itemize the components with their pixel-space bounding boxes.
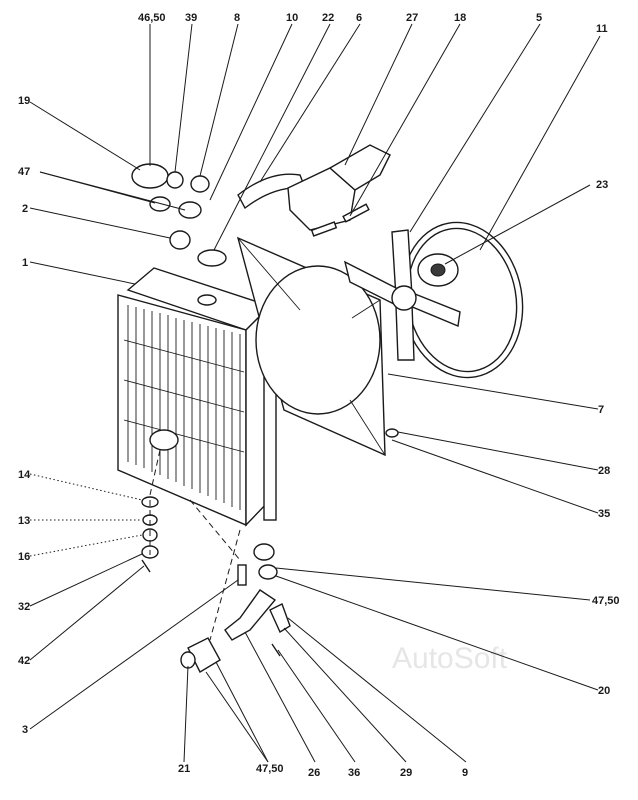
radiator-filler-neck [197,294,217,306]
mount-bracket-27 [328,144,391,191]
leader-lines [29,23,601,763]
callout-9: 9 [462,767,468,779]
callout-5: 5 [536,12,542,24]
bracket-29 [269,603,291,634]
radiator-core [117,294,247,527]
callout-labels: 46,50 39 8 10 22 6 27 18 5 11 19 47 23 2… [18,12,620,779]
seal-8 [190,175,210,193]
callout-16: 16 [18,551,30,563]
callout-3: 3 [22,724,28,736]
drain-fittings [141,449,161,573]
hose-connector-2 [169,230,191,250]
clamp-39 [166,171,184,189]
callout-29: 29 [400,767,412,779]
callout-6: 6 [356,12,362,24]
outlet-neck [253,543,275,561]
drain-cock-3 [237,564,247,586]
radiator-outlet-boss [149,429,179,451]
fitting-21 [187,637,221,673]
callout-35: 35 [598,508,610,520]
shroud-opening [255,265,381,415]
callout-21: 21 [178,763,190,775]
callout-18: 18 [454,12,466,24]
callout-39: 39 [185,12,197,24]
pulley-bore [430,263,446,277]
callout-28: 28 [598,465,610,477]
callout-7: 7 [598,404,604,416]
fan-shroud [236,236,386,457]
clamp-47b [178,201,202,219]
fan-blade-bottom [395,303,415,361]
callout-11: 11 [596,23,608,35]
bolt-18 [310,221,338,237]
fastener-28 [385,428,399,438]
callout-19: 19 [18,95,30,107]
fan-and-pulley [343,221,524,379]
fan-hub [391,285,417,311]
lower-pipe-26 [224,589,277,641]
callout-47-top: 47 [18,166,30,178]
callout-22: 22 [322,12,334,24]
callout-23: 23 [596,179,608,191]
callout-42: 42 [18,655,30,667]
callout-32: 32 [18,601,30,613]
callout-14: 14 [18,469,31,481]
callout-8: 8 [234,12,240,24]
callout-10: 10 [286,12,298,24]
radiator-assembly [117,267,277,527]
callout-46-50: 46,50 [138,12,166,24]
callout-26: 26 [308,767,320,779]
screw-36 [271,643,281,657]
clamp-20 [258,564,278,580]
radiator-cap [197,249,227,267]
pin-42 [141,559,151,573]
clamp-47a [149,196,171,212]
upper-hoses [131,144,391,267]
watermark: AutoSoft [392,642,508,675]
hose-end [180,651,196,669]
bolt-long [342,203,370,223]
callout-47-50-bottom: 47,50 [256,763,284,775]
callout-13: 13 [18,515,30,527]
callout-20: 20 [598,685,610,697]
radiator-fins [123,305,245,510]
callout-1: 1 [22,257,28,269]
callout-36: 36 [348,767,360,779]
callout-27: 27 [406,12,418,24]
hose-19 [131,163,169,189]
callout-47-50-right: 47,50 [592,595,620,607]
callout-2: 2 [22,203,28,215]
lower-hoses [180,499,291,673]
